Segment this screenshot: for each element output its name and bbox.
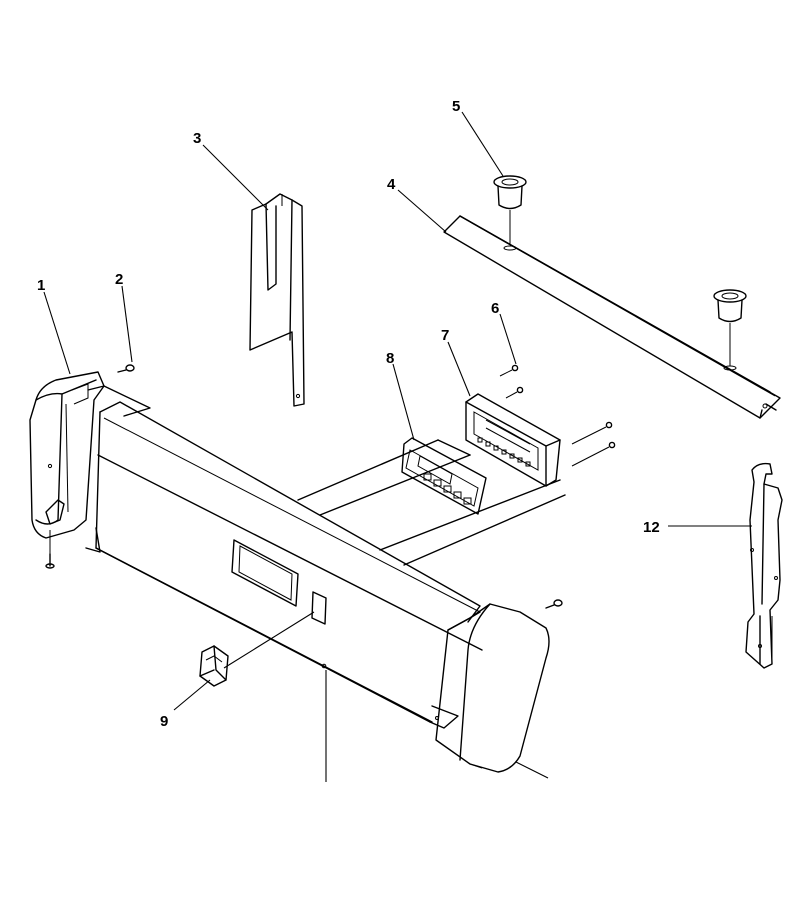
- callout-7: 7: [441, 327, 449, 344]
- callouts: 1 2 3 4 5 6 7 8 9 12: [37, 98, 660, 730]
- screws-part-6: [499, 364, 616, 467]
- right-end-cap: [435, 599, 563, 773]
- bracket: [249, 193, 305, 407]
- frame-rails: [297, 439, 566, 566]
- leader-lines: [43, 111, 752, 782]
- screw-part-2: [117, 364, 135, 373]
- callout-2: 2: [115, 271, 123, 288]
- callout-12: 12: [643, 519, 660, 536]
- keypad-buttons: [423, 473, 472, 505]
- left-end-cap: [29, 371, 105, 569]
- grommet-upper: [493, 175, 527, 251]
- callout-5: 5: [452, 98, 460, 115]
- callout-8: 8: [386, 350, 394, 367]
- callout-1: 1: [37, 277, 45, 294]
- switch: [199, 645, 229, 687]
- rear-channel: [443, 215, 781, 419]
- keypad-overlay: [401, 437, 487, 515]
- callout-9: 9: [160, 713, 168, 730]
- grommet-lower: [713, 289, 747, 371]
- control-terminals: [477, 437, 531, 467]
- electronic-control: [465, 393, 561, 487]
- control-panel: [85, 385, 483, 729]
- side-bracket: [745, 462, 783, 669]
- callout-4: 4: [387, 176, 396, 193]
- callout-6: 6: [491, 300, 499, 317]
- callout-3: 3: [193, 130, 201, 147]
